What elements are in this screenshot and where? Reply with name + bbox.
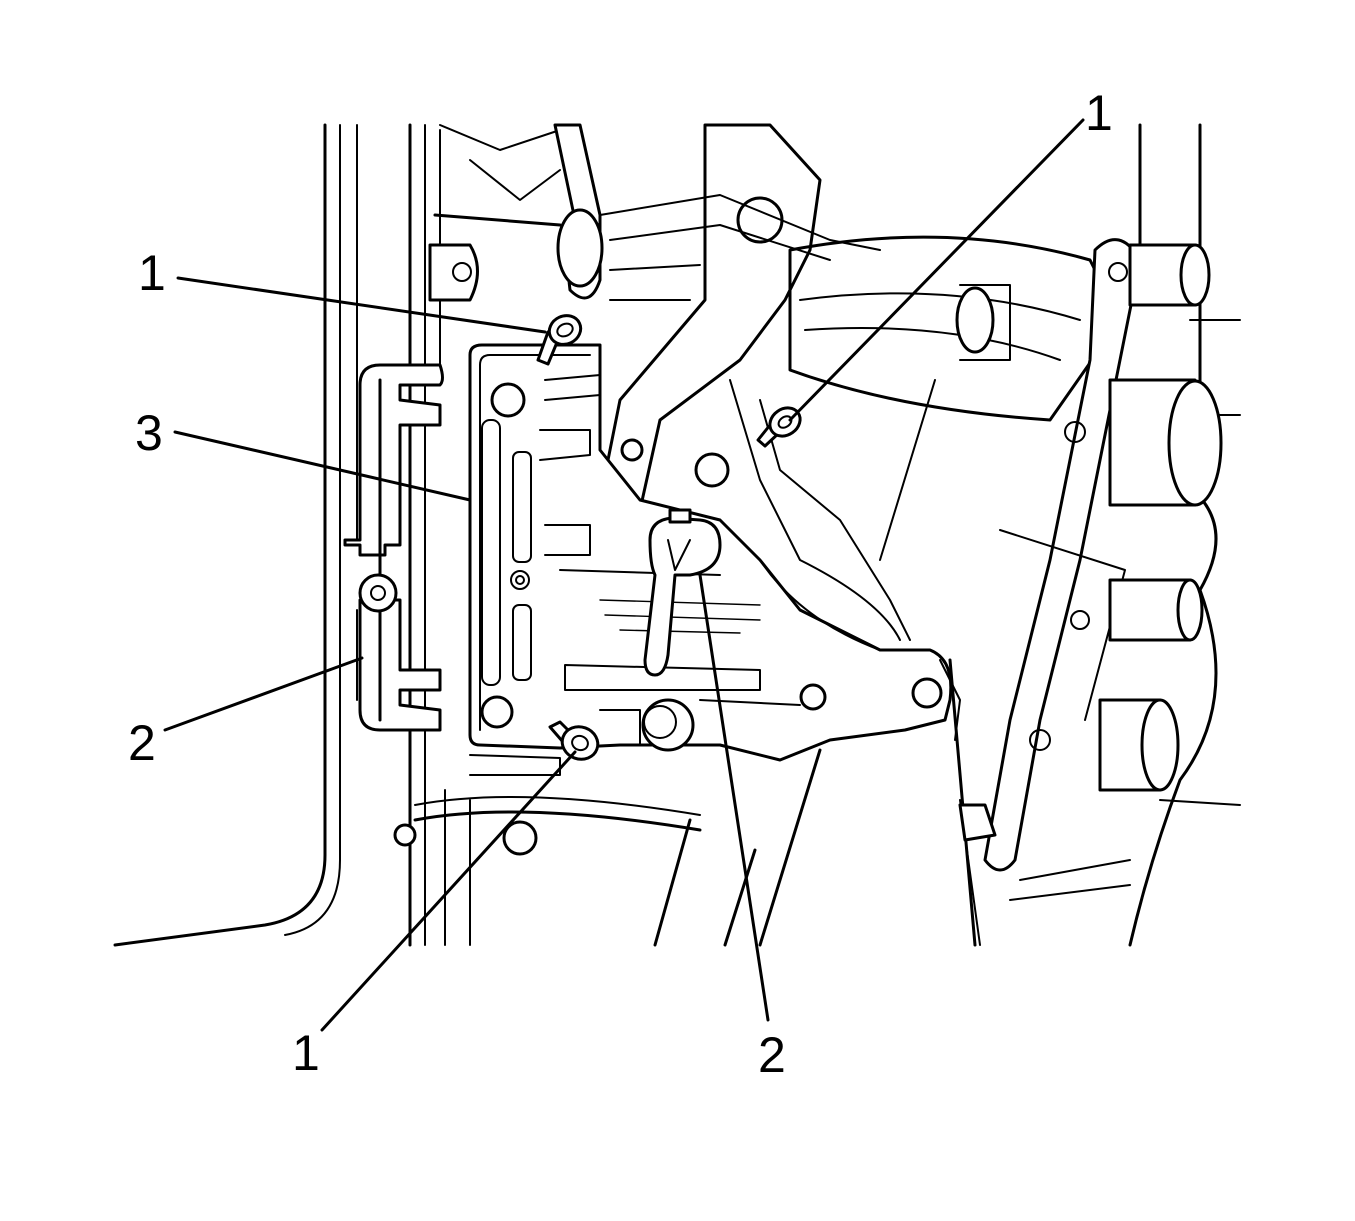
leader-bolt-top-right — [788, 118, 1085, 422]
leader-lines — [163, 118, 1085, 1032]
leader-bracket — [163, 656, 364, 732]
bolt-bottom — [548, 720, 600, 761]
frame-structure — [393, 123, 936, 947]
callout-bracket: 2 — [128, 715, 156, 771]
cylinders — [955, 243, 1223, 792]
lower-frame — [948, 658, 1131, 947]
right-linkage — [788, 123, 1241, 947]
bolt-top-right — [756, 406, 802, 448]
callout-module: 3 — [135, 405, 163, 461]
clip — [643, 508, 722, 677]
leader-bolt-bottom — [320, 750, 577, 1032]
pedal-arm — [553, 123, 881, 512]
callout-labels: 1 1 1 2 2 3 — [128, 85, 1113, 1083]
bolt-top-left — [536, 314, 583, 366]
bracket — [343, 363, 444, 732]
leader-clip — [698, 573, 770, 1022]
callout-bolt-top-left: 1 — [138, 245, 166, 301]
dash-panel-outline — [113, 123, 358, 947]
leader-bolt-top-left — [176, 276, 547, 334]
callout-clip: 2 — [758, 1027, 786, 1083]
leader-module — [173, 430, 472, 502]
callout-bolt-bottom: 1 — [292, 1025, 320, 1081]
callout-bolt-top-right: 1 — [1085, 85, 1113, 141]
